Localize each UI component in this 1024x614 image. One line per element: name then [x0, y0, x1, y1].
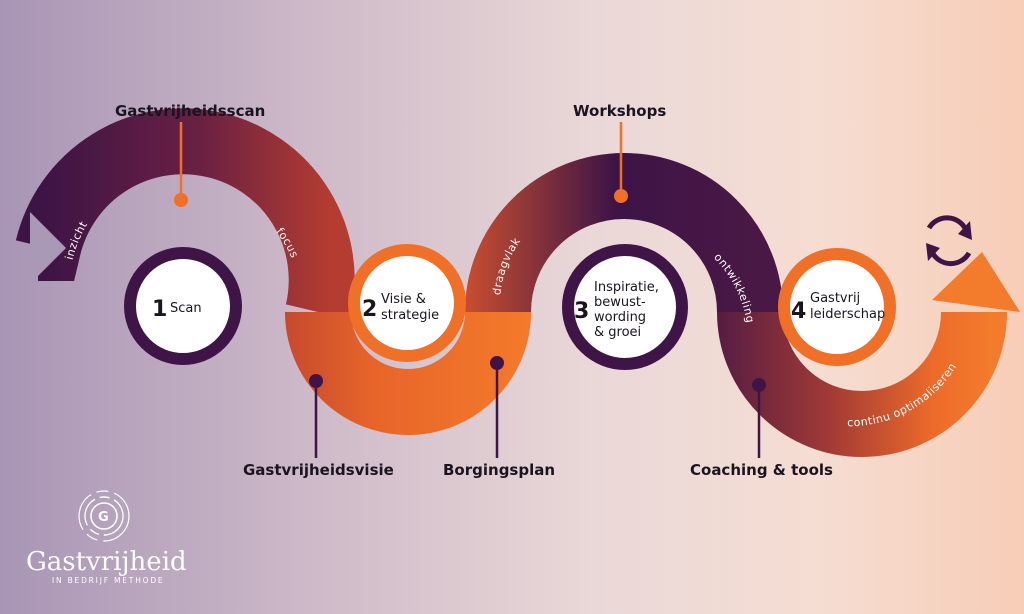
step-3-circle [562, 244, 688, 370]
step-4-line-1: Gastvrij [810, 291, 860, 306]
callout-coaching: Coaching & tools [690, 378, 833, 479]
logo-name: Gastvrijheid [26, 547, 187, 577]
step-2: 2 Visie & strategie [348, 244, 466, 362]
step-2-number: 2 [362, 297, 377, 322]
callout-borging-label: Borgingsplan [443, 461, 555, 479]
step-3-number: 3 [574, 299, 589, 324]
logo: G Gastvrijheid IN BEDRIJF METHODE [26, 490, 187, 585]
callout-visie: Gastvrijheidsvisie [243, 374, 394, 479]
ribbon-segment-3 [465, 153, 783, 313]
callout-scan-label: Gastvrijheidsscan [115, 102, 265, 120]
callout-workshops: Workshops [573, 102, 666, 203]
callout-visie-label: Gastvrijheidsvisie [243, 461, 394, 479]
step-2-circle [348, 244, 466, 362]
step-4-number: 4 [791, 299, 806, 324]
step-1-number: 1 [152, 297, 167, 322]
logo-mark-icon [78, 490, 130, 542]
step-2-line-1: Visie & [381, 292, 426, 307]
ribbon-tail-notch [30, 212, 66, 284]
callout-scan-dot [174, 193, 188, 207]
refresh-cycle-icon [926, 215, 972, 267]
step-4-circle [778, 248, 896, 366]
callout-workshops-dot [614, 189, 628, 203]
callout-workshops-label: Workshops [573, 102, 666, 120]
ribbon [15, 108, 1020, 457]
step-1-circle [124, 247, 242, 365]
callout-coaching-label: Coaching & tools [690, 461, 833, 479]
step-4-line-2: leiderschap [810, 307, 885, 322]
callout-borging: Borgingsplan [443, 356, 555, 479]
step-1-line-1: Scan [170, 301, 202, 316]
ribbon-segment-2 [285, 310, 531, 435]
ribbon-arrow-head [932, 252, 1020, 312]
step-3-line-1: Inspiratie, [594, 280, 659, 295]
logo-mark-letter: G [98, 510, 109, 525]
ribbon-segment-1 [15, 108, 355, 320]
step-4: 4 Gastvrij leiderschap [778, 248, 896, 366]
callout-scan: Gastvrijheidsscan [115, 102, 265, 207]
step-2-line-2: strategie [381, 308, 439, 323]
step-3-line-2: bewust- [594, 295, 646, 310]
step-1: 1 Scan [124, 247, 242, 365]
step-3-line-4: & groei [594, 325, 641, 340]
ribbon-segment-4 [717, 311, 1007, 457]
logo-subtitle: IN BEDRIJF METHODE [52, 576, 164, 585]
step-3: 3 Inspiratie, bewust- wording & groei [562, 244, 688, 370]
step-3-line-3: wording [594, 310, 646, 325]
